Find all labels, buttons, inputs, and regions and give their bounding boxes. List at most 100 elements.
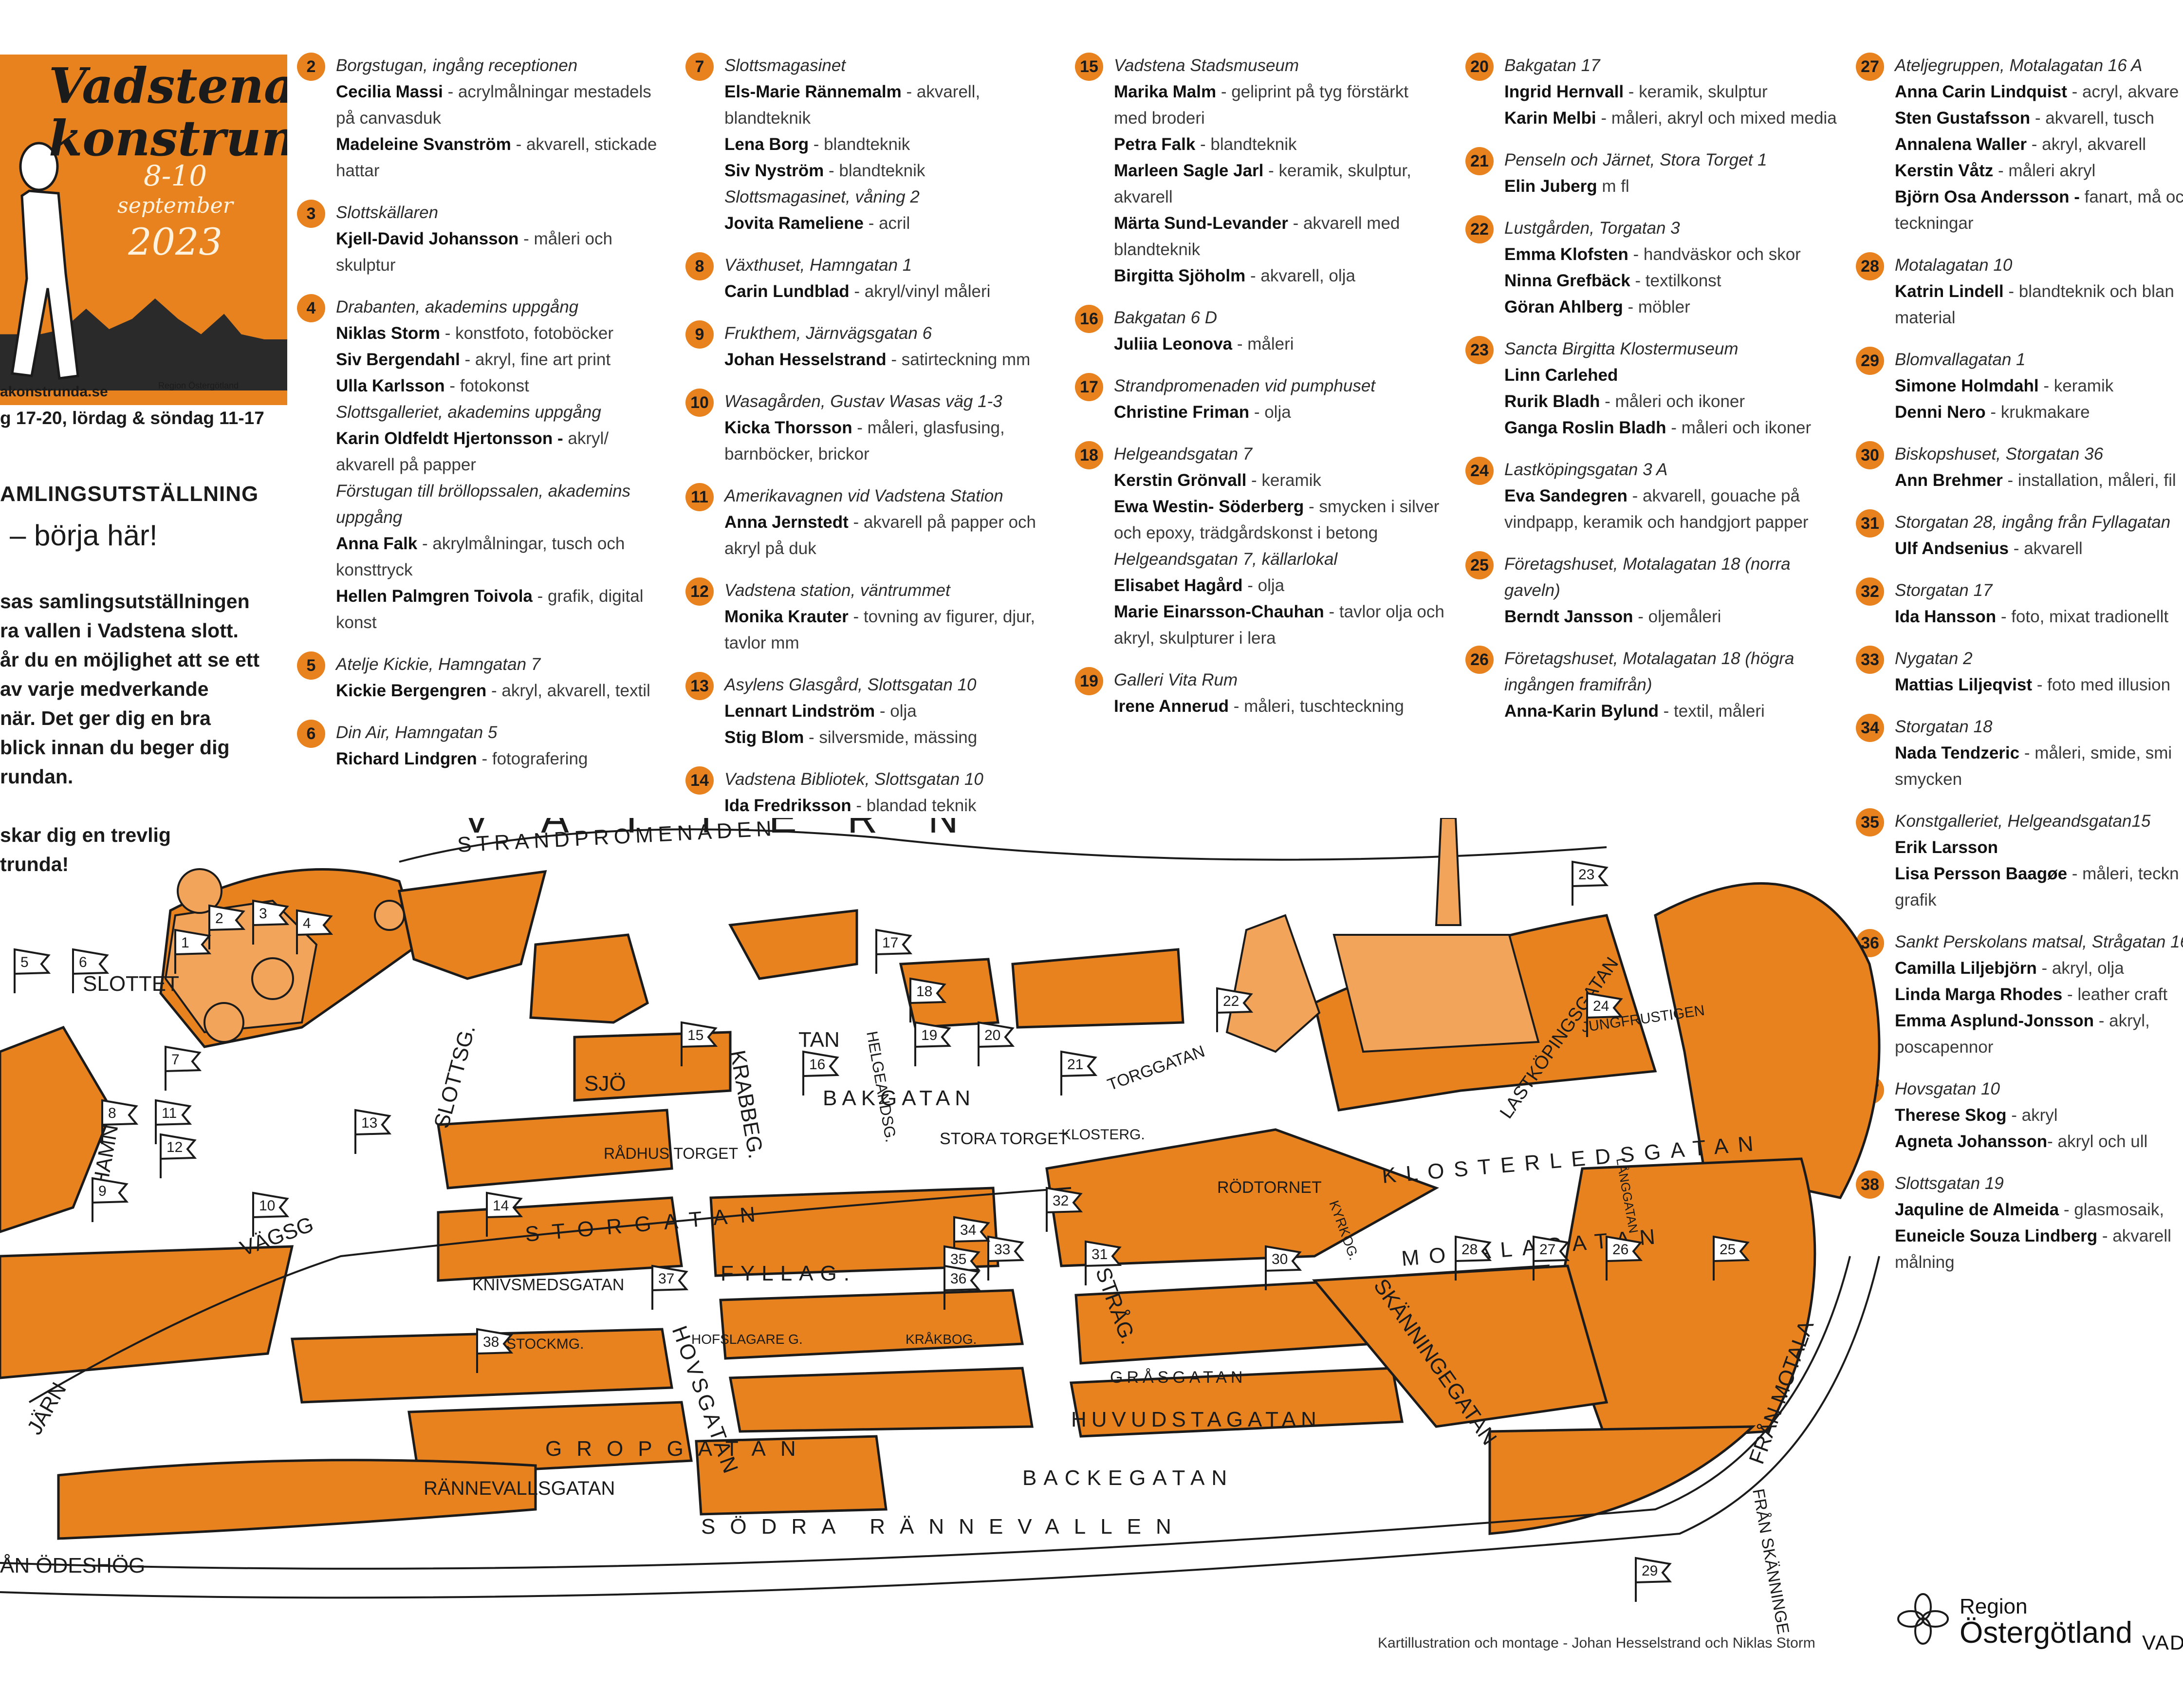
map-flag-label: 13 [361, 1115, 377, 1131]
map-flag: 27 [1533, 1235, 1570, 1281]
entry-location: Frukthem, Järnvägsgatan 6 [724, 324, 932, 343]
map-flag-label: 38 [483, 1334, 499, 1350]
artist-line: Agneta Johansson- akryl och ull [1895, 1129, 2183, 1155]
artist-line: Therese Skog - akryl [1895, 1102, 2183, 1129]
map-flag: 8 [101, 1099, 139, 1144]
map-flag: 36 [944, 1264, 981, 1310]
artist-line: Ninna Grefbäck - textilkonst [1504, 268, 1840, 294]
artist-line: Marleen Sagle Jarl - keramik, skulptur, … [1114, 158, 1445, 210]
artist-name: Björn Osa Andersson - [1895, 187, 2080, 206]
artist-name: Ewa Westin- Söderberg [1114, 497, 1304, 516]
artist-name: Ida Fredriksson [724, 796, 851, 815]
map-flag-label: 2 [215, 910, 223, 927]
artist-technique: - installation, måleri, fil [2002, 471, 2176, 490]
artist-line: Petra Falk - blandteknik [1114, 131, 1445, 158]
artist-line: Berndt Jansson - oljemåleri [1504, 604, 1840, 630]
street-label: HOFSLAGARE G. [691, 1332, 803, 1347]
entry-number-badge: 35 [1856, 808, 1884, 836]
map-flag-label: 4 [303, 915, 311, 931]
artist-name: Simone Holmdahl [1895, 376, 2039, 395]
intro-line: skar dig en trevlig [0, 824, 171, 846]
town-map: V Ä T T E R N STRANDPROMENADEN SLOTTET H… [0, 818, 1881, 1635]
artist-line: Ann Brehmer - installation, måleri, fil [1895, 467, 2183, 494]
map-flag: 26 [1606, 1235, 1643, 1281]
street-label: GROPGATAN [545, 1437, 811, 1461]
artist-technique: - textil, måleri [1658, 702, 1765, 721]
map-flag: 21 [1060, 1050, 1098, 1095]
artist-name: Kicka Thorsson [724, 418, 852, 437]
artist-line: Irene Annerud - måleri, tuschteckning [1114, 693, 1445, 720]
artist-name: Madeleine Svanström [336, 135, 511, 154]
artist-line: Eva Sandegren - akvarell, gouache på vin… [1504, 483, 1840, 536]
artist-line: Kjell-David Johansson - måleri och skulp… [336, 226, 667, 278]
map-flag: 13 [354, 1109, 392, 1154]
artist-technique: - grafik, digital konst [336, 587, 644, 632]
map-flag-label: 1 [181, 935, 189, 951]
entry-number-badge: 27 [1856, 53, 1884, 81]
artist-line: Siv Nyström - blandteknik [724, 158, 1055, 184]
entry-location: Vadstena Bibliotek, Slottsgatan 10 [724, 770, 983, 789]
map-flag: 22 [1216, 987, 1254, 1032]
map-flag-label: 24 [1593, 998, 1609, 1014]
artist-name: Lisa Persson Baagøe [1895, 864, 2068, 883]
map-flag: 4 [296, 909, 333, 954]
entry-location: Drabanten, akademins uppgång [336, 297, 579, 316]
map-flag-label: 7 [171, 1052, 180, 1068]
intro-line: av varje medverkande [0, 678, 209, 700]
artist-line: Simone Holmdahl - keramik [1895, 373, 2183, 399]
map-flag: 14 [486, 1191, 523, 1237]
artist-line: Monika Krauter - tovning av figurer, dju… [724, 604, 1055, 656]
map-flag-label: 29 [1642, 1563, 1658, 1579]
artist-technique: - akvarell, gouache på vindpapp, keramik… [1504, 486, 1809, 532]
entry-location: Ateljegruppen, Motalagatan 16 A [1895, 56, 2143, 75]
artist-technique: - akryl, akvarell [2027, 135, 2146, 154]
map-flag-label: 15 [687, 1027, 703, 1043]
artist-name: Karin Melbi [1504, 109, 1596, 128]
street-label: TORGGATAN [1105, 1042, 1207, 1094]
artist-name: Nada Tendzeric [1895, 743, 2020, 762]
street-label: RÄNNEVALLSGATAN [424, 1478, 615, 1499]
map-flag-label: 34 [960, 1222, 976, 1238]
map-flag: 9 [92, 1177, 129, 1222]
artist-line: Kerstin Våtz - måleri akryl [1895, 158, 2183, 184]
artist-line: Ewa Westin- Söderberg - smycken i silver… [1114, 494, 1445, 546]
artist-name: Siv Bergendahl [336, 350, 460, 369]
vadstena-logo: VADS [2142, 1631, 2183, 1654]
artist-technique: - geliprint på tyg förstärkt med broderi [1114, 82, 1408, 128]
artist-line: Kickie Bergengren - akryl, akvarell, tex… [336, 678, 667, 704]
artist-name: Denni Nero [1895, 403, 1986, 422]
map-flag: 16 [802, 1050, 840, 1095]
poster-website[interactable]: akonstrunda.se [0, 384, 108, 400]
map-flag-label: 31 [1092, 1246, 1108, 1262]
artist-technique: - oljemåleri [1633, 607, 1721, 626]
artist-name: Camilla Liljebjörn [1895, 959, 2037, 978]
artist-technique: - tavlor olja och akryl, skulpturer i le… [1114, 602, 1444, 648]
castle-illustration [164, 868, 405, 1043]
artist-line: Siv Bergendahl - akryl, fine art print [336, 347, 667, 373]
artist-technique: - satirteckning mm [886, 350, 1031, 369]
artist-technique: - akryl, poscapennor [1895, 1011, 2150, 1057]
artist-name: Irene Annerud [1114, 697, 1229, 716]
artist-technique: - fotografering [477, 749, 588, 768]
artist-technique: - olja [1249, 403, 1291, 422]
artist-name: Katrin Lindell [1895, 282, 2004, 301]
entry-location: Atelje Kickie, Hamngatan 7 [336, 655, 541, 674]
street-label: KRABBEG. [725, 1048, 768, 1160]
entry-number-badge: 3 [297, 200, 325, 228]
entry-location: Företagshuset, Motalagatan 18 (norra gav… [1504, 555, 1791, 600]
artist-line: Birgitta Sjöholm - akvarell, olja [1114, 263, 1445, 289]
artist-technique: - måleri [1232, 334, 1294, 353]
entry-location: Bakgatan 17 [1504, 56, 1600, 75]
artist-name: Marleen Sagle Jarl [1114, 161, 1264, 180]
entry-location: Amerikavagnen vid Vadstena Station [724, 486, 1003, 505]
